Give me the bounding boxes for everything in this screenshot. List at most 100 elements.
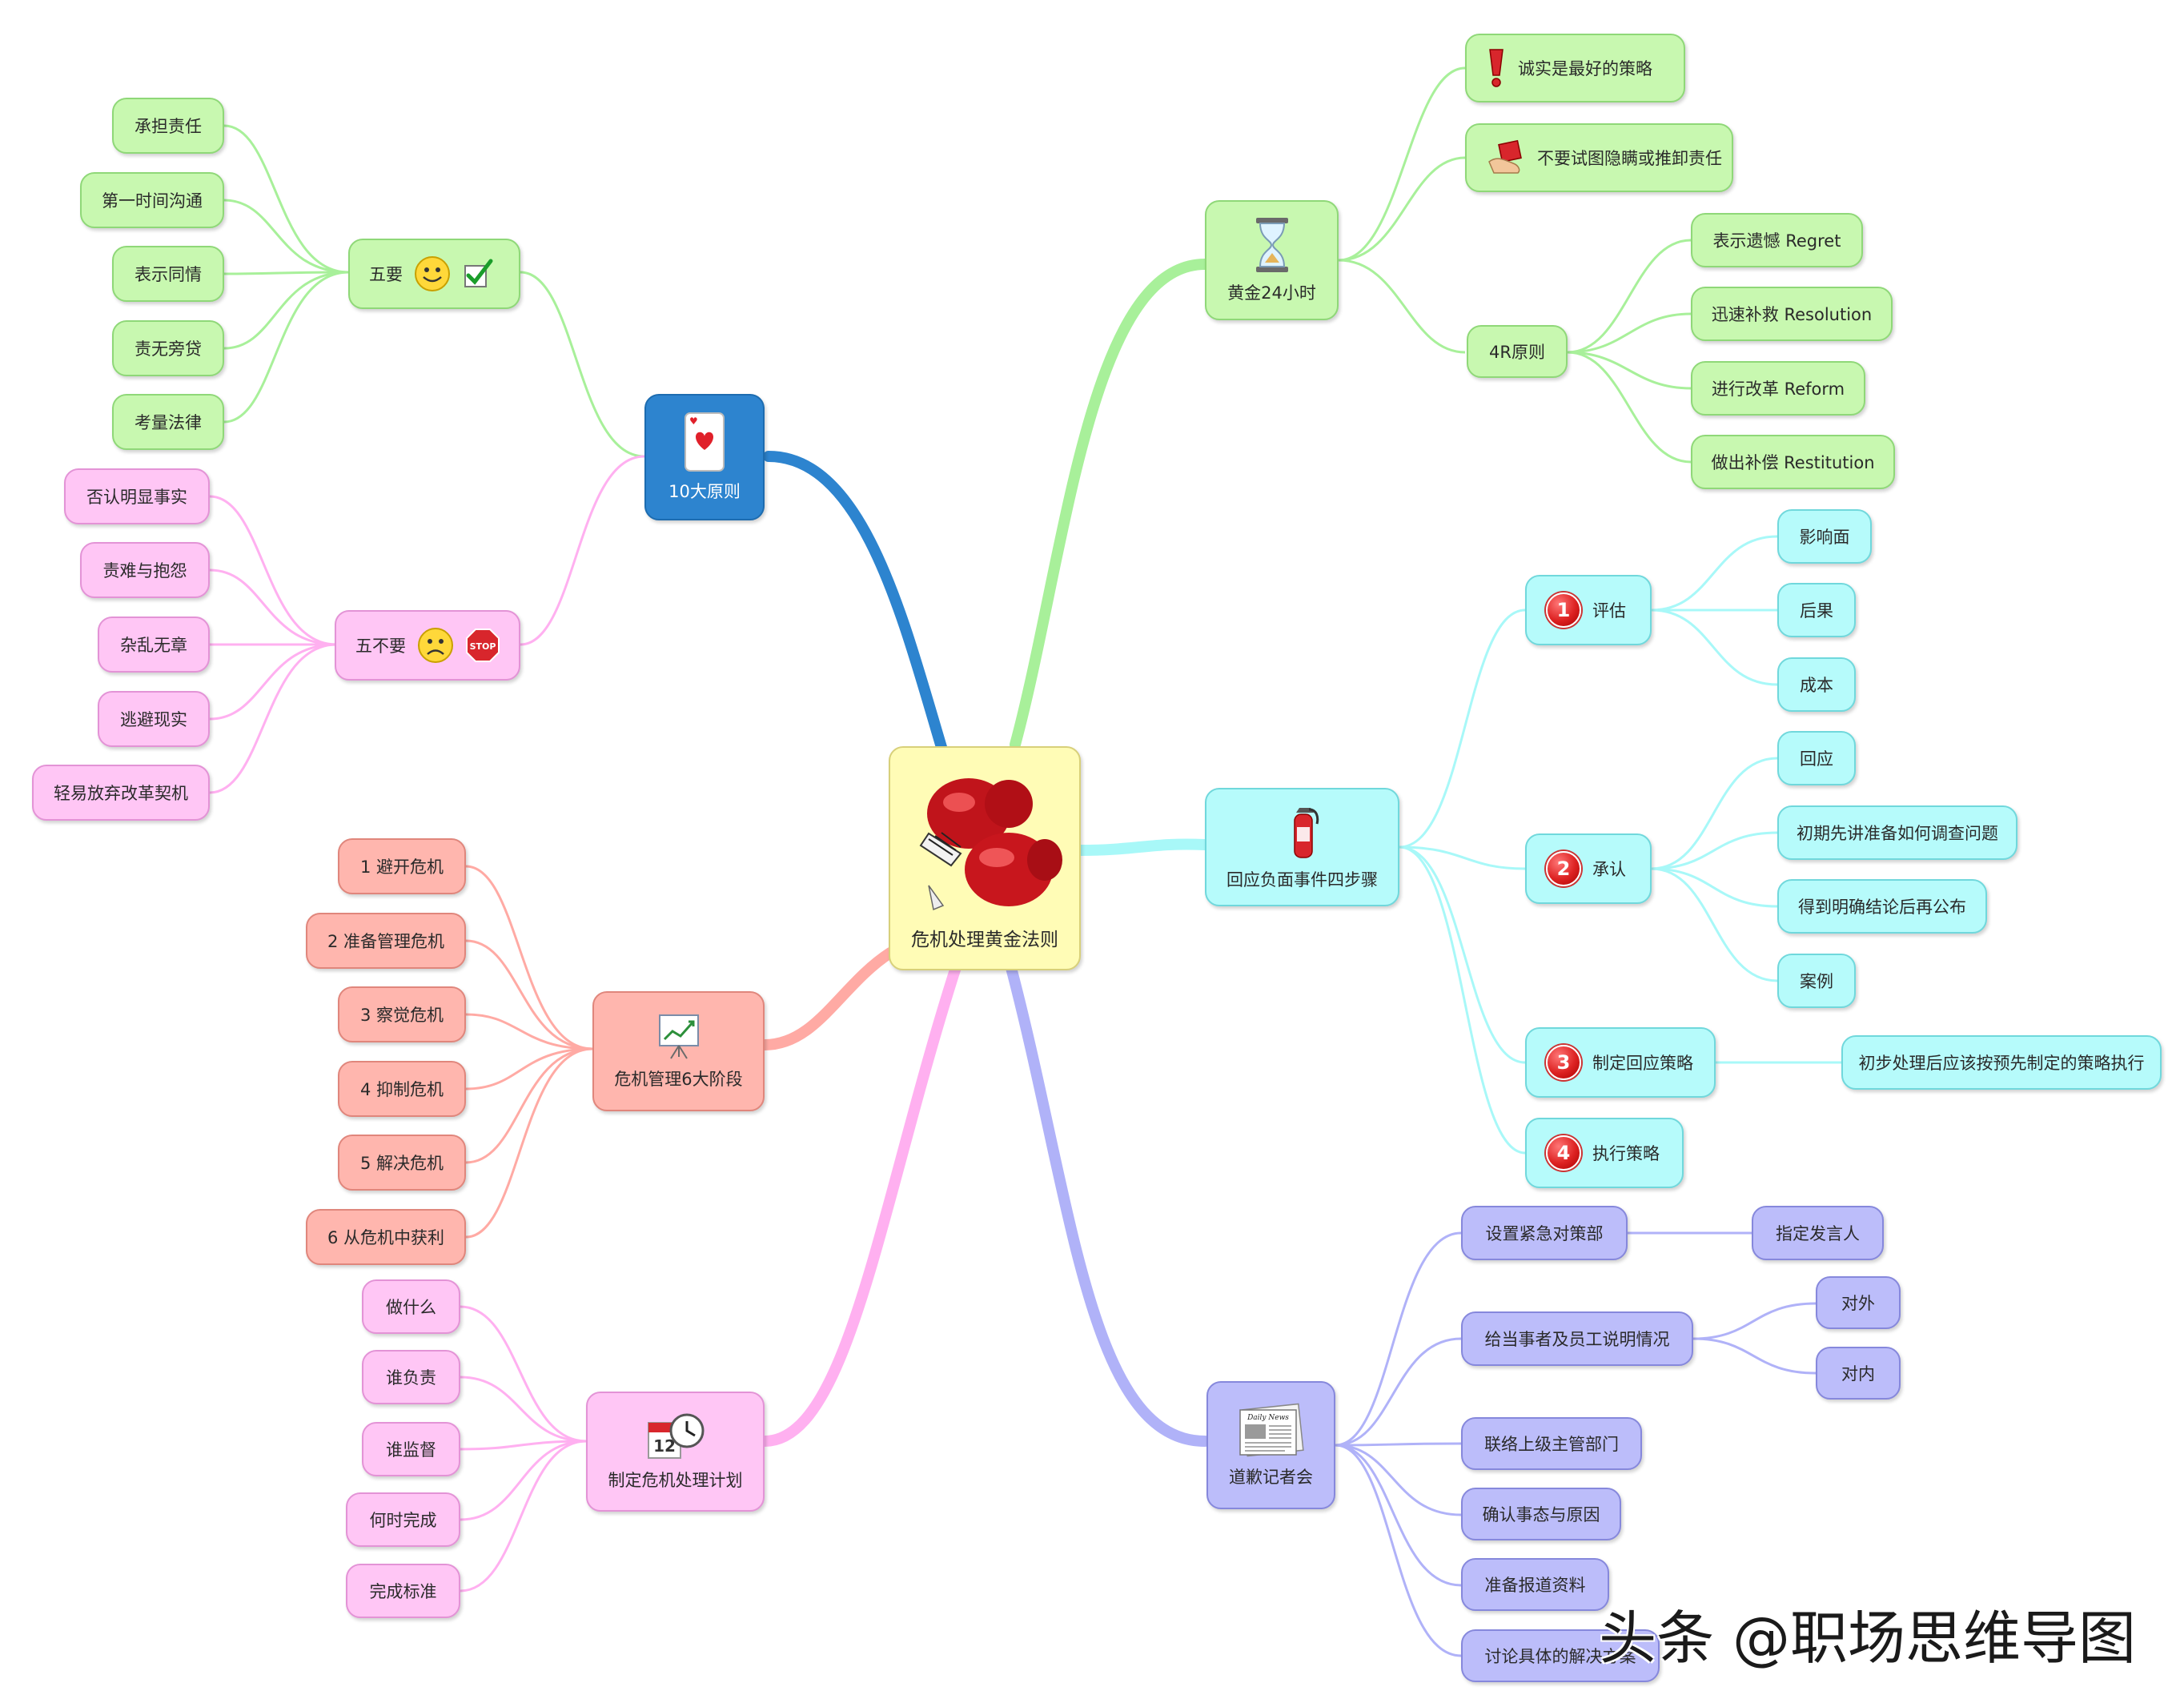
stop-sign-icon: STOP: [466, 629, 500, 662]
smiley-face-icon: [415, 256, 450, 291]
explain-node[interactable]: 给当事者及员工说明情况: [1461, 1311, 1693, 1366]
branch-press[interactable]: Daily News 道歉记者会: [1206, 1381, 1335, 1509]
five-dos-item[interactable]: 第一时间沟通: [80, 172, 224, 228]
press-item[interactable]: 讨论具体的解决方案: [1461, 1629, 1660, 1682]
explain-child[interactable]: 对外: [1816, 1276, 1901, 1329]
branch-principles[interactable]: ♥ 10大原则: [644, 394, 765, 520]
number-two-icon: 2: [1546, 851, 1581, 886]
branch-stages[interactable]: 危机管理6大阶段: [592, 991, 765, 1111]
five-dos-item[interactable]: 表示同情: [112, 246, 224, 302]
stop-sign-text: STOP: [470, 641, 496, 652]
step1-item[interactable]: 后果: [1777, 583, 1856, 637]
stage-item[interactable]: 6 从危机中获利: [306, 1209, 466, 1265]
branch-golden24[interactable]: 黄金24小时: [1205, 200, 1339, 320]
step2-item[interactable]: 回应: [1777, 731, 1856, 785]
golden24-label: 黄金24小时: [1227, 283, 1316, 303]
press-item[interactable]: 联络上级主管部门: [1461, 1417, 1642, 1470]
no-hiding-node[interactable]: 不要试图隐瞒或推卸责任: [1465, 123, 1733, 192]
main-branch-response: [1075, 838, 1210, 856]
stages-label: 危机管理6大阶段: [614, 1070, 743, 1089]
r4-item[interactable]: 做出补偿 Restitution: [1691, 435, 1895, 489]
plan-item[interactable]: 做什么: [362, 1279, 460, 1334]
checkmark-icon: [464, 259, 493, 287]
explain-child[interactable]: 对内: [1816, 1347, 1901, 1400]
boxing-gloves-icon: [919, 778, 1062, 911]
five-donts-links: [209, 455, 645, 794]
branch-plan[interactable]: 12 制定危机处理计划: [586, 1392, 765, 1512]
five-dos-item[interactable]: 责无旁贷: [112, 320, 224, 376]
r4-item[interactable]: 表示遗憾 Regret: [1691, 213, 1863, 267]
number-one-icon: 1: [1546, 592, 1581, 628]
five-donts-item[interactable]: 责难与抱怨: [80, 542, 210, 598]
newspaper-masthead: Daily News: [1247, 1414, 1289, 1422]
step4-node[interactable]: 4 执行策略: [1525, 1118, 1684, 1188]
r4-node[interactable]: 4R原则: [1467, 325, 1568, 378]
five-donts-item[interactable]: 轻易放弃改革契机: [32, 765, 210, 821]
stage-item[interactable]: 4 抑制危机: [338, 1061, 466, 1117]
number-three-icon: 3: [1546, 1045, 1581, 1080]
number-four-icon: 4: [1546, 1135, 1581, 1171]
five-donts-item[interactable]: 逃避现实: [98, 691, 210, 747]
five-dos-item[interactable]: 考量法律: [112, 394, 224, 450]
principles-label: 10大原则: [668, 482, 741, 501]
center-node[interactable]: 危机处理黄金法则: [889, 746, 1081, 970]
watermark: 头条 @职场思维导图: [1599, 1605, 2136, 1672]
spokesperson-node[interactable]: 指定发言人: [1752, 1206, 1884, 1260]
stage-item[interactable]: 5 解决危机: [338, 1135, 466, 1191]
press-item[interactable]: 确认事态与原因: [1461, 1488, 1621, 1540]
main-branch-stages: [759, 947, 896, 1050]
plan-links: [460, 1305, 587, 1593]
step2-item[interactable]: 案例: [1777, 954, 1856, 1008]
five-dos-item[interactable]: 承担责任: [112, 98, 224, 154]
plan-item[interactable]: 谁负责: [362, 1350, 460, 1404]
honesty-node[interactable]: 诚实是最好的策略: [1465, 34, 1685, 102]
five-donts-item[interactable]: 否认明显事实: [64, 468, 210, 524]
plan-item[interactable]: 完成标准: [346, 1564, 460, 1618]
presentation-chart-icon: [658, 1014, 699, 1059]
calendar-clock-icon: 12: [647, 1413, 704, 1459]
hourglass-icon: [1255, 218, 1288, 272]
r4-item[interactable]: 迅速补救 Resolution: [1691, 287, 1893, 341]
calendar-number: 12: [653, 1436, 676, 1456]
five-dos-label: 五要: [369, 265, 403, 284]
center-label: 危机处理黄金法则: [911, 930, 1058, 950]
exclamation-icon: [1489, 49, 1504, 87]
step3-node[interactable]: 3 制定回应策略: [1525, 1027, 1716, 1098]
sad-face-icon: [418, 628, 453, 663]
step1-node[interactable]: 1 评估: [1525, 575, 1652, 645]
branch-response[interactable]: 回应负面事件四步骤: [1205, 788, 1399, 906]
main-branch-press: [1005, 959, 1210, 1447]
playing-card-icon: ♥: [685, 412, 725, 472]
response-links: [1399, 535, 1841, 1155]
step2-node[interactable]: 2 承认: [1525, 833, 1652, 904]
fire-extinguisher-icon: [1293, 808, 1319, 858]
stage-item[interactable]: 2 准备管理危机: [306, 913, 466, 969]
response-label: 回应负面事件四步骤: [1226, 870, 1378, 890]
handshake-icon: [1488, 139, 1522, 174]
stage-item[interactable]: 3 察觉危机: [338, 986, 466, 1042]
plan-item[interactable]: 谁监督: [362, 1422, 460, 1476]
five-donts-label: 五不要: [355, 637, 406, 656]
stage-item[interactable]: 1 避开危机: [338, 838, 466, 894]
step1-item[interactable]: 成本: [1777, 657, 1856, 712]
plan-label: 制定危机处理计划: [608, 1471, 743, 1490]
step1-item[interactable]: 影响面: [1777, 509, 1872, 564]
golden24-links: [1338, 66, 1692, 464]
newspaper-icon: Daily News: [1239, 1403, 1304, 1457]
plan-item[interactable]: 何时完成: [346, 1492, 460, 1547]
emergency-node[interactable]: 设置紧急对策部: [1461, 1206, 1628, 1260]
r4-item[interactable]: 进行改革 Reform: [1691, 361, 1865, 416]
step2-item[interactable]: 初期先讲准备如何调查问题: [1777, 805, 2017, 860]
press-links: [1335, 1231, 1817, 1657]
step2-item[interactable]: 得到明确结论后再公布: [1777, 879, 1987, 934]
main-branch-plan: [759, 959, 962, 1447]
main-branch-golden24: [1010, 259, 1210, 750]
step3-item[interactable]: 初步处理后应该按预先制定的策略执行: [1841, 1035, 2162, 1090]
five-donts-node[interactable]: 五不要 STOP: [335, 610, 520, 681]
press-label: 道歉记者会: [1229, 1468, 1313, 1487]
press-item[interactable]: 准备报道资料: [1461, 1558, 1609, 1611]
stages-links: [465, 865, 593, 1239]
five-donts-item[interactable]: 杂乱无章: [98, 617, 210, 673]
five-dos-node[interactable]: 五要: [348, 239, 520, 309]
